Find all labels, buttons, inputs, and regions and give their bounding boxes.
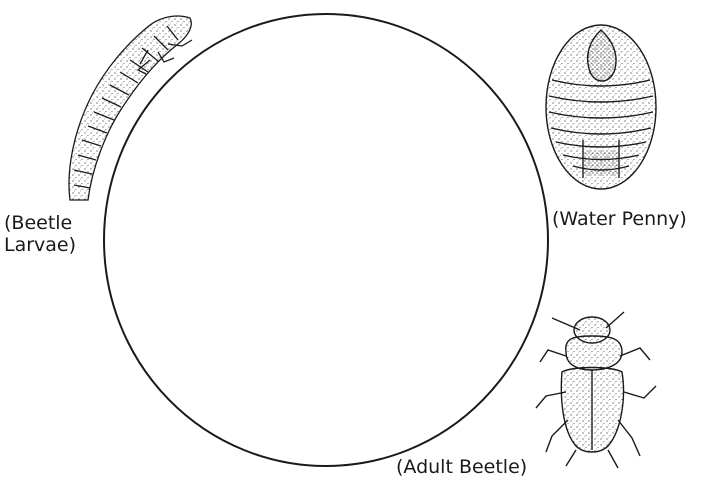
adult-beetle-illustration <box>536 312 656 468</box>
life-cycle-circle <box>104 14 548 466</box>
beetle-larvae-label-line1: (Beetle <box>4 212 76 234</box>
adult-beetle-label: (Adult Beetle) <box>396 456 527 478</box>
beetle-larvae-label-line2: Larvae) <box>4 234 76 256</box>
beetle-larvae-label: (Beetle Larvae) <box>4 212 76 256</box>
beetle-larva-illustration <box>69 16 192 200</box>
water-penny-illustration <box>546 25 656 189</box>
water-penny-label: (Water Penny) <box>552 208 687 230</box>
